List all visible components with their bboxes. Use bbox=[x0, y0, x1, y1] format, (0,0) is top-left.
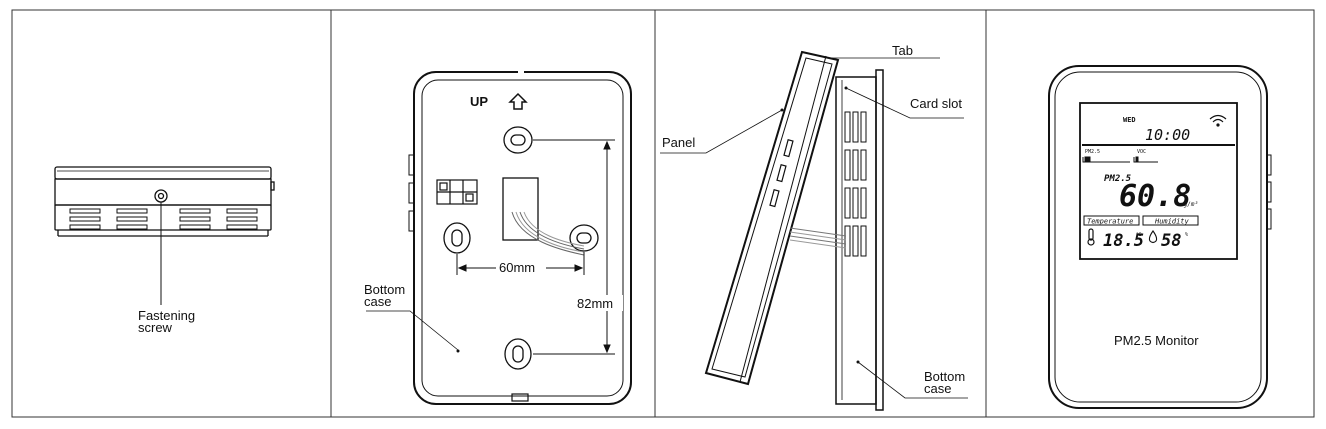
bottom-case-label-1: Bottom bbox=[364, 282, 405, 297]
panel-label: Panel bbox=[662, 135, 695, 150]
bottom-case-side bbox=[835, 69, 884, 411]
mounting-hole-top bbox=[503, 126, 533, 154]
screw-icon bbox=[154, 189, 168, 203]
cable-opening bbox=[502, 177, 585, 256]
mounting-hole-bottom bbox=[504, 338, 532, 370]
lcd-level-bars bbox=[1082, 156, 1158, 163]
side-bottom-case-label-1: Bottom bbox=[924, 369, 965, 384]
up-arrow-icon bbox=[508, 92, 528, 110]
card-slot-leader bbox=[845, 87, 964, 119]
lcd-temperature-value: 18.5 bbox=[1103, 231, 1144, 251]
panel-leader bbox=[660, 109, 783, 154]
lcd-day: WED bbox=[1123, 116, 1136, 124]
up-label: UP bbox=[470, 94, 488, 109]
side-bottom-case-label-2: case bbox=[924, 381, 951, 396]
card-slot-label: Card slot bbox=[910, 96, 962, 111]
mounting-hole-left bbox=[443, 222, 471, 254]
lcd-pm25-value: 60.8 bbox=[1119, 179, 1191, 214]
fastening-screw-label-1: Fastening bbox=[138, 308, 195, 323]
vent-slots bbox=[69, 208, 258, 230]
lcd-time: 10:00 bbox=[1145, 126, 1190, 144]
device-bottom-view bbox=[54, 166, 275, 237]
side-bottom-case-leader bbox=[857, 361, 968, 399]
lcd-humidity-value: 58 bbox=[1161, 231, 1181, 251]
dimension-60mm-label: 60mm bbox=[499, 260, 535, 275]
cable-bundle bbox=[789, 227, 847, 249]
lcd-pm25-label: PM2.5 bbox=[1104, 174, 1132, 184]
outer-frame bbox=[11, 9, 1315, 418]
lcd-humidity-label: Humidity bbox=[1154, 218, 1190, 226]
lcd-screen bbox=[1079, 102, 1238, 260]
terminal-block bbox=[436, 179, 478, 205]
tab-label: Tab bbox=[892, 43, 913, 58]
fastening-screw-label-2: screw bbox=[138, 320, 173, 335]
lcd-pm25-small: PM2.5 bbox=[1085, 149, 1100, 155]
bottom-case-label-2: case bbox=[364, 294, 391, 309]
product-name: PM2.5 Monitor bbox=[1114, 333, 1199, 348]
monitor-front bbox=[1048, 65, 1272, 409]
thermometer-icon bbox=[1087, 228, 1095, 246]
bottom-case-outline bbox=[408, 70, 632, 405]
dimension-82mm-label: 82mm bbox=[577, 296, 613, 311]
panel-side bbox=[704, 50, 840, 386]
droplet-icon bbox=[1148, 230, 1158, 244]
dimension-82mm bbox=[533, 139, 615, 355]
lcd-voc-small: VOC bbox=[1137, 149, 1146, 155]
lcd-humidity-unit: % bbox=[1185, 232, 1188, 238]
bottom-case-vents bbox=[844, 111, 867, 257]
bottom-case-leader bbox=[366, 310, 459, 351]
wifi-icon bbox=[1209, 114, 1227, 127]
lcd-pm25-unit: ug/m³ bbox=[1180, 201, 1198, 208]
mounting-hole-right bbox=[569, 224, 599, 252]
lcd-temperature-label: Temperature bbox=[1087, 218, 1133, 226]
lcd-temperature-unit: ℃ bbox=[1136, 232, 1142, 238]
